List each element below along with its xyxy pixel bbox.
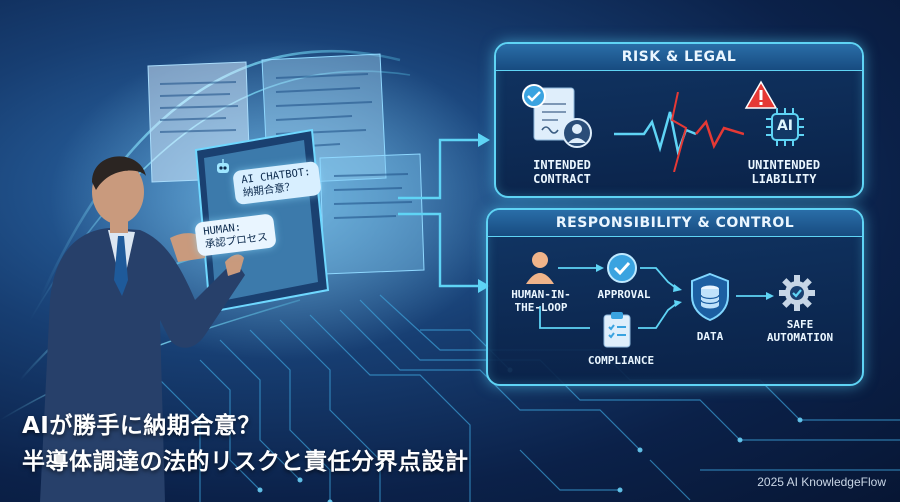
unintended-liability-label: UNINTENDED LIABILITY (747, 158, 821, 186)
risk-legal-panel: RISK & LEGAL INTENDED CONTRACT (494, 42, 864, 198)
safe-automation-label: SAFE AUTOMATION (766, 318, 834, 344)
warning-icon (744, 80, 778, 110)
person-figure (40, 156, 245, 502)
person-icon (524, 250, 556, 284)
credit-text: 2025 AI KnowledgeFlow (757, 475, 886, 489)
control-flow-arrows (539, 264, 774, 329)
responsibility-control-title: RESPONSIBILITY & CONTROL (488, 210, 862, 237)
database-shield-icon (688, 272, 732, 322)
headline-line-2: 半導体調達の法的リスクと責任分界点設計 (22, 449, 469, 475)
approval-label: APPROVAL (597, 288, 651, 301)
ai-chip-text: AI (776, 118, 794, 134)
risk-legal-title: RISK & LEGAL (496, 44, 862, 71)
check-circle-icon (606, 252, 638, 284)
ai-chip-icon (764, 106, 806, 148)
clipboard-icon (600, 310, 634, 348)
gear-check-icon (778, 274, 816, 312)
flow-arrows (398, 138, 478, 288)
headline-line-1: AIが勝手に納期合意？ (22, 413, 261, 439)
person-icon (562, 118, 592, 148)
responsibility-control-panel: RESPONSIBILITY & CONTROL HUMAN-IN- THE-L… (486, 208, 864, 386)
human-in-the-loop-label: HUMAN-IN- THE-LOOP (511, 288, 571, 314)
compliance-label: COMPLIANCE (587, 354, 655, 367)
data-label: DATA (696, 330, 724, 343)
heartbeat-line-icon (614, 91, 745, 173)
robot-icon (214, 158, 232, 176)
intended-contract-label: INTENDED CONTRACT (533, 158, 591, 186)
